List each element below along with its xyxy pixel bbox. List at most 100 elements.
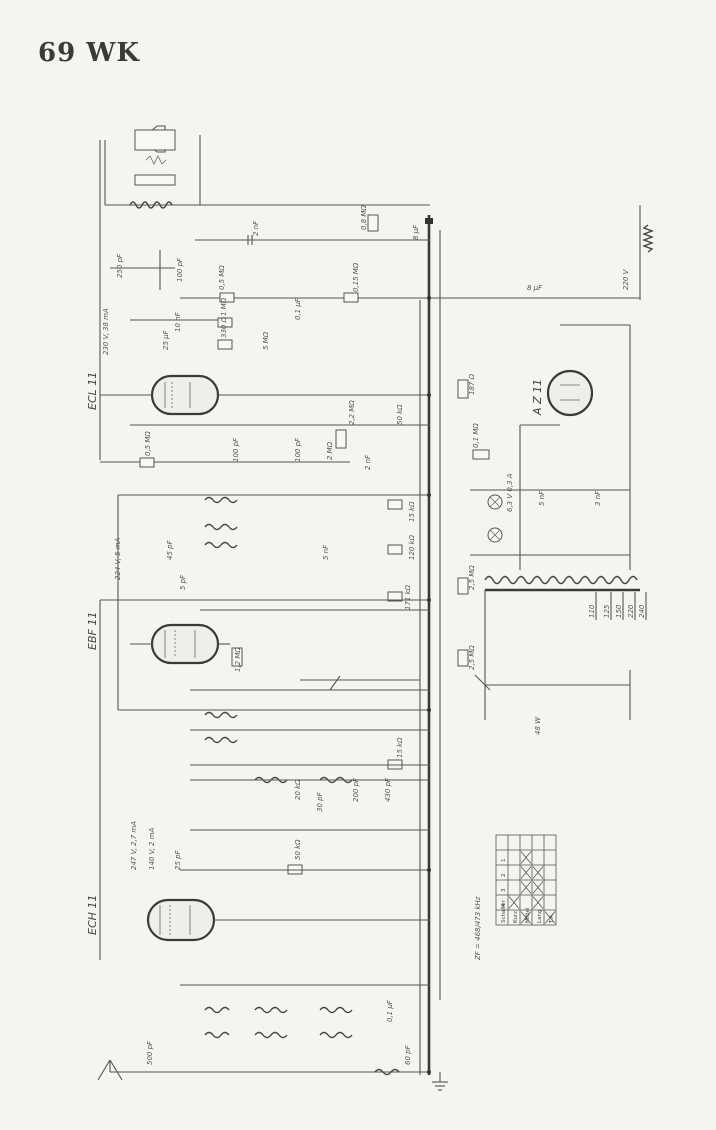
resistor-22mohm bbox=[335, 429, 347, 449]
label-60pf: 60 pF bbox=[404, 1044, 412, 1065]
tube-ecl11 bbox=[150, 374, 220, 416]
label-8uf-top: 8 μF bbox=[412, 224, 420, 240]
antenna-icon bbox=[97, 1059, 123, 1081]
rf-coil-5 bbox=[254, 1031, 288, 1039]
capacitor-2nf bbox=[247, 235, 253, 245]
rf-coil-2 bbox=[254, 1006, 288, 1014]
label-430pf: 430 pF bbox=[384, 777, 392, 802]
label-20kohm: 20 kΩ bbox=[294, 779, 302, 800]
table-x-mark bbox=[532, 881, 544, 894]
table-marks bbox=[508, 851, 556, 924]
label-330ohm: 330 Ω bbox=[220, 316, 228, 338]
resistor-1mohm bbox=[217, 317, 233, 328]
tube-label-az11: A Z 11 bbox=[531, 379, 544, 416]
table-x-mark bbox=[532, 866, 544, 879]
electrolytic-cap-top bbox=[425, 218, 433, 224]
junction-dot bbox=[427, 393, 431, 397]
resistor-08mohm bbox=[367, 214, 379, 232]
label-05mohm-b: 0,5 MΩ bbox=[144, 431, 152, 456]
tap-label-4: 220 bbox=[627, 604, 635, 618]
rf-coil-3 bbox=[319, 1006, 353, 1014]
table-col-1: 1 bbox=[501, 859, 507, 863]
mains-transformer-primary bbox=[484, 575, 638, 585]
junction-dot bbox=[427, 868, 431, 872]
page-title: 69 WK bbox=[38, 38, 141, 68]
resistor-15kohm bbox=[387, 499, 403, 510]
label-171kohm: 171 kΩ bbox=[404, 584, 412, 610]
tube-ech11 bbox=[146, 898, 216, 942]
label-200pf: 200 pF bbox=[352, 777, 360, 802]
label-12mohm: 1,2 MΩ bbox=[234, 647, 242, 672]
tube-az11 bbox=[546, 369, 594, 417]
label-01uf-b: 0,1 μF bbox=[386, 999, 394, 1022]
loudspeaker-icon bbox=[134, 125, 176, 186]
table-x-mark bbox=[508, 896, 520, 909]
tube-label-ecl11: ECL 11 bbox=[86, 372, 99, 410]
label-25pf: 25 pF bbox=[174, 849, 182, 870]
pilot-lamp-2-icon bbox=[487, 527, 503, 543]
table-col-4: 4 bbox=[501, 903, 507, 907]
label-08mohm: 0,8 MΩ bbox=[360, 205, 368, 230]
resistor-171kohm bbox=[387, 591, 403, 602]
resistor-330ohm bbox=[217, 339, 233, 350]
ground-icon bbox=[432, 1072, 448, 1091]
label-25uf: 25 μF bbox=[162, 329, 170, 350]
mains-switch[interactable] bbox=[474, 674, 491, 691]
label-50kohm: 50 kΩ bbox=[396, 404, 404, 425]
if-transformer-2-mid bbox=[204, 523, 238, 531]
label-250pf: 250 pF bbox=[116, 253, 124, 278]
label-45pf: 45 pF bbox=[166, 539, 174, 560]
table-x-mark bbox=[532, 896, 544, 909]
resistor-120kohm bbox=[387, 544, 403, 555]
resistor-01mohm-ps bbox=[472, 449, 490, 460]
label-50kohm-b: 50 kΩ bbox=[294, 839, 302, 860]
label-015mohm: 0,15 MΩ bbox=[352, 262, 360, 292]
label-pilot-lamp: 6,3 V 0,3 A bbox=[506, 473, 514, 512]
resistor-25mohm-b bbox=[457, 649, 469, 667]
table-x-mark bbox=[520, 851, 532, 864]
if-transformer-1-bot bbox=[204, 736, 238, 744]
tap-label-2: 125 bbox=[603, 604, 611, 618]
if-transformer-1-top bbox=[204, 711, 238, 719]
label-2nf: 2 nF bbox=[252, 220, 260, 236]
resistor-187ohm bbox=[457, 379, 469, 399]
table-col-2: 2 bbox=[501, 874, 507, 878]
table-x-mark bbox=[520, 911, 532, 924]
rf-coil-6 bbox=[319, 1031, 353, 1039]
ta-switch[interactable] bbox=[329, 675, 341, 691]
switch-position-table: Schalter Kurz Mittel Lang T.A. 1 2 3 4 bbox=[495, 834, 557, 926]
label-ecl-voltage: 230 V, 38 mA bbox=[102, 308, 110, 355]
resistor-25mohm bbox=[457, 577, 469, 595]
table-row-ta: T.A. bbox=[549, 913, 555, 924]
table-col-3: 3 bbox=[501, 888, 507, 892]
label-30pf: 30 pF bbox=[316, 791, 324, 812]
pilot-lamp-icon bbox=[487, 494, 503, 510]
label-187ohm: 187 Ω bbox=[468, 373, 476, 395]
label-2mohm: 2 MΩ bbox=[326, 441, 334, 460]
table-row-lang: Lang bbox=[537, 910, 543, 923]
label-15kohm: 15 kΩ bbox=[408, 501, 416, 522]
table-x-mark bbox=[544, 911, 556, 924]
label-5mohm: 5 MΩ bbox=[262, 331, 270, 350]
junction-dot bbox=[427, 708, 431, 712]
output-transformer-coil bbox=[129, 201, 173, 209]
label-15kohm-b: 15 kΩ bbox=[396, 737, 404, 758]
label-mains-voltage: 220 V bbox=[622, 268, 630, 290]
label-power: 48 W bbox=[534, 716, 542, 735]
tap-label-1: 110 bbox=[588, 604, 596, 618]
label-01mohm: 0,1 MΩ bbox=[472, 423, 480, 448]
label-25mohm: 2,5 MΩ bbox=[468, 565, 476, 590]
resistor-015mohm bbox=[343, 292, 359, 303]
table-row-kurz: Kurz bbox=[513, 911, 519, 923]
label-5nf: 5 nF bbox=[322, 544, 330, 560]
junction-dot bbox=[427, 598, 431, 602]
rf-coil-1 bbox=[204, 1006, 230, 1014]
table-x-mark bbox=[520, 866, 532, 879]
if-transformer-2-top bbox=[204, 496, 238, 504]
label-3nf-ps: 3 nF bbox=[594, 490, 602, 506]
label-05mohm: 0,5 MΩ bbox=[218, 265, 226, 290]
resistor-05mohm-b bbox=[139, 457, 155, 468]
mains-resistor bbox=[642, 224, 654, 253]
label-5pf: 5 pF bbox=[179, 574, 187, 590]
